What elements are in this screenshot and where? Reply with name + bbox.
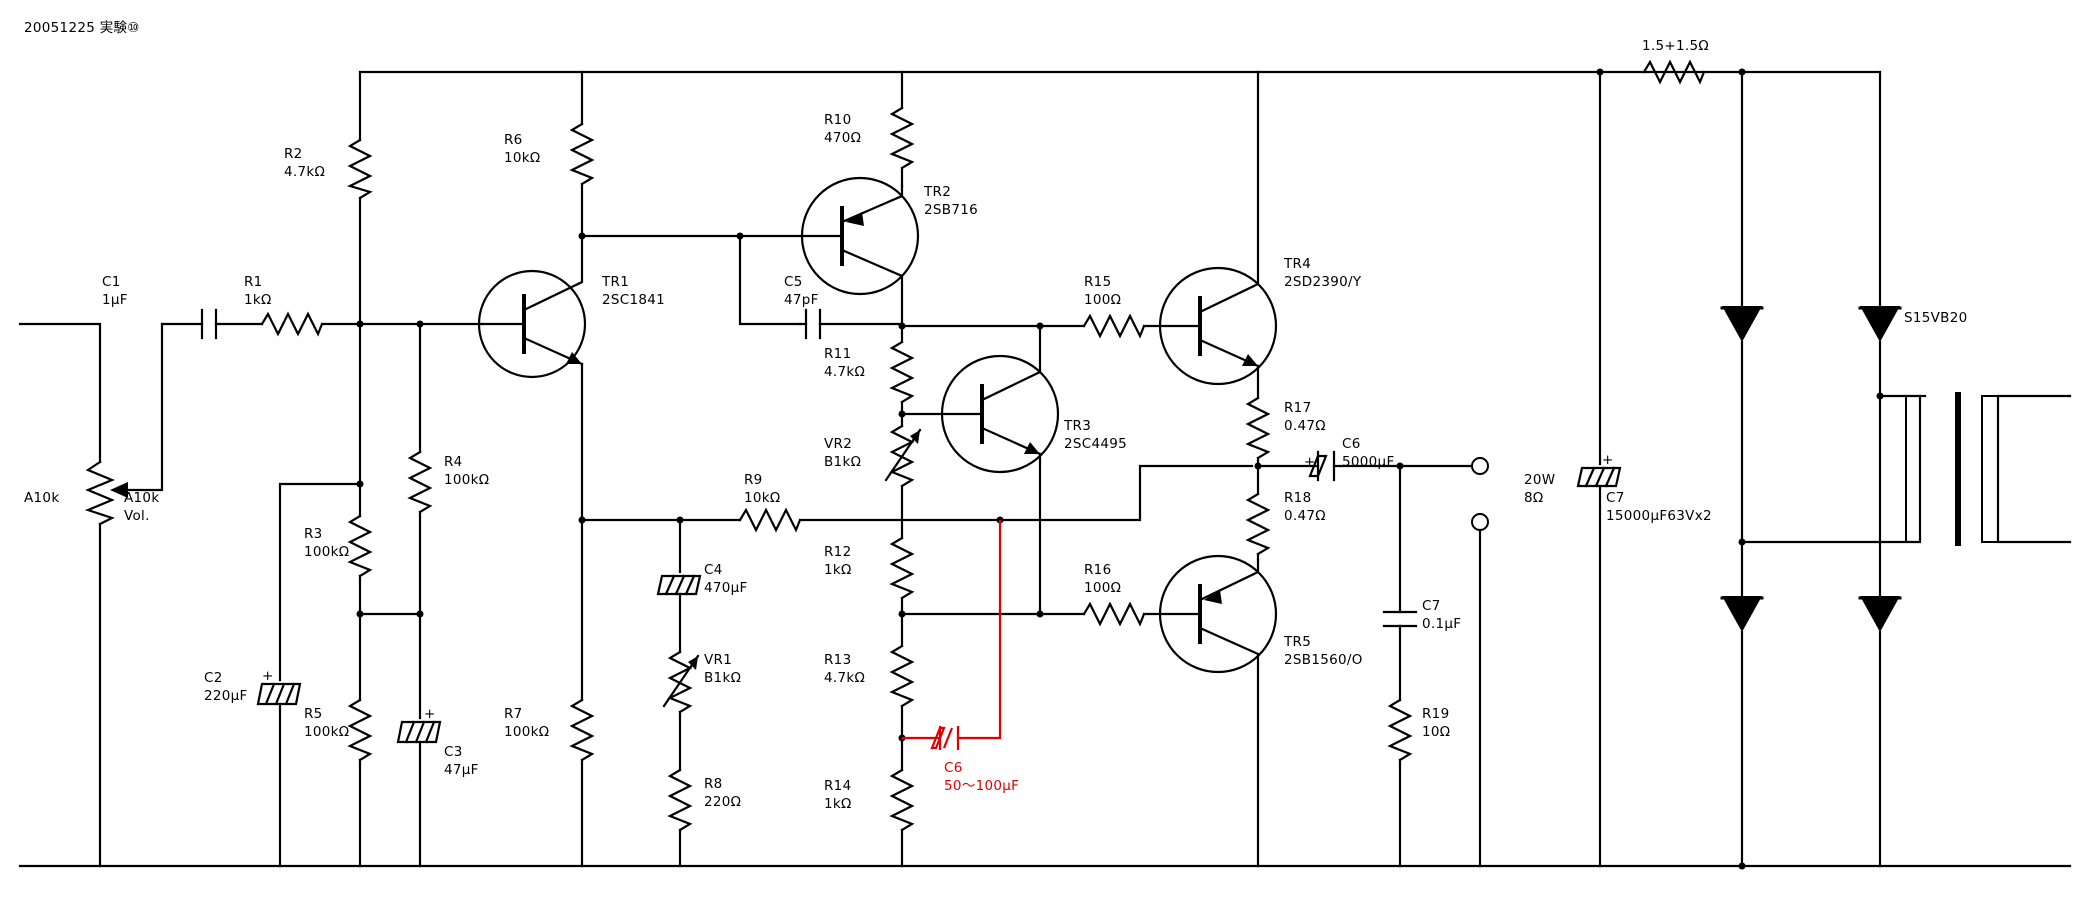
c7a-label: C7 — [1422, 598, 1441, 614]
r7-label: R7 — [504, 706, 523, 722]
c5-label: C5 — [784, 274, 803, 290]
r11-label: R11 — [824, 346, 851, 362]
output-power: 20W — [1524, 472, 1555, 488]
r17-label: R17 — [1284, 400, 1311, 416]
vr2-label: VR2 — [824, 436, 852, 452]
vr1-label: VR1 — [704, 652, 732, 668]
r10-value: 470Ω — [824, 130, 861, 146]
tr1-label: TR1 — [601, 274, 629, 290]
r19-label: R19 — [1422, 706, 1449, 722]
c7-value: 15000μF63Vx2 — [1606, 508, 1712, 524]
bias-divider: + + — [256, 70, 442, 868]
red-c6-label: C6 — [944, 760, 963, 776]
c3-label: C3 — [444, 744, 463, 760]
r15-value: 100Ω — [1084, 292, 1121, 308]
c6-polarity: + — [1304, 454, 1316, 470]
tr1-stage — [477, 70, 802, 868]
r9-label: R9 — [744, 472, 763, 488]
c1-value: 1μF — [102, 292, 128, 308]
r3-value: 100kΩ — [304, 544, 349, 560]
r14-label: R14 — [824, 778, 851, 794]
r11-value: 4.7kΩ — [824, 364, 865, 380]
r10-label: R10 — [824, 112, 851, 128]
r12-value: 1kΩ — [824, 562, 852, 578]
r17-value: 0.47Ω — [1284, 418, 1326, 434]
r8-value: 220Ω — [704, 794, 741, 810]
tr1-value: 2SC1841 — [602, 292, 665, 308]
c7-polarity: + — [1602, 452, 1614, 468]
c6-label: C6 — [1342, 436, 1361, 452]
r14-value: 1kΩ — [824, 796, 852, 812]
c4-label: C4 — [704, 562, 723, 578]
red-c6-value: 50〜100μF — [944, 778, 1019, 794]
vr2-value: B1kΩ — [824, 454, 861, 470]
r13-value: 4.7kΩ — [824, 670, 865, 686]
c7a-value: 0.1μF — [1422, 616, 1461, 632]
r5-label: R5 — [304, 706, 323, 722]
tr2-value: 2SB716 — [924, 202, 978, 218]
r6-value: 10kΩ — [504, 150, 541, 166]
input-section — [18, 308, 484, 868]
r4-value: 100kΩ — [444, 472, 489, 488]
c3-polarity: + — [424, 706, 436, 722]
c2-value: 220μF — [204, 688, 248, 704]
driver-column — [738, 70, 1060, 868]
r3-label: R3 — [304, 526, 323, 542]
r2-label: R2 — [284, 146, 303, 162]
r16-label: R16 — [1084, 562, 1111, 578]
tr4-label: TR4 — [1283, 256, 1311, 272]
output-stage: + — [1038, 70, 1489, 868]
tr5-value: 2SB1560/O — [1284, 652, 1363, 668]
c4-value: 470μF — [704, 580, 748, 596]
tr5-label: TR5 — [1283, 634, 1311, 650]
bridge-label: S15VB20 — [1904, 310, 1968, 326]
c2-polarity: + — [262, 668, 274, 684]
r2-value: 4.7kΩ — [284, 164, 325, 180]
r8-label: R8 — [704, 776, 723, 792]
r12-label: R12 — [824, 544, 851, 560]
diagram-title: 20051225 実験⑩ — [24, 20, 140, 36]
tr4-value: 2SD2390/Y — [1284, 274, 1362, 290]
output-load: 8Ω — [1524, 490, 1544, 506]
r1-value: 1kΩ — [244, 292, 272, 308]
red-c6-modification — [902, 520, 1002, 750]
tr3-label: TR3 — [1063, 418, 1091, 434]
c6-value: 5000μF — [1342, 454, 1395, 470]
c5-value: 47pF — [784, 292, 819, 308]
tr3-value: 2SC4495 — [1064, 436, 1127, 452]
power-supply: + — [1576, 59, 2072, 870]
r18-label: R18 — [1284, 490, 1311, 506]
r18-value: 0.47Ω — [1284, 508, 1326, 524]
c2-label: C2 — [204, 670, 223, 686]
vol-label: Vol. — [124, 508, 150, 524]
r4-label: R4 — [444, 454, 463, 470]
r5-value: 100kΩ — [304, 724, 349, 740]
r7-value: 100kΩ — [504, 724, 549, 740]
vol-value: A10k — [124, 490, 159, 506]
c7-label: C7 — [1606, 490, 1625, 506]
component-labels: C1 1μF R1 1kΩ A10k A10k Vol. R2 4.7kΩ R3… — [24, 38, 1968, 812]
fuse-resistor-value: 1.5+1.5Ω — [1642, 38, 1709, 54]
r15-label: R15 — [1084, 274, 1111, 290]
c3-value: 47μF — [444, 762, 479, 778]
r16-value: 100Ω — [1084, 580, 1121, 596]
c1-label: C1 — [102, 274, 121, 290]
r9-value: 10kΩ — [744, 490, 781, 506]
a10k-label: A10k — [24, 490, 59, 506]
vr1-value: B1kΩ — [704, 670, 741, 686]
feedback-network — [580, 464, 1254, 868]
r13-label: R13 — [824, 652, 851, 668]
r1-label: R1 — [244, 274, 263, 290]
r6-label: R6 — [504, 132, 523, 148]
r19-value: 10Ω — [1422, 724, 1450, 740]
tr2-label: TR2 — [923, 184, 951, 200]
